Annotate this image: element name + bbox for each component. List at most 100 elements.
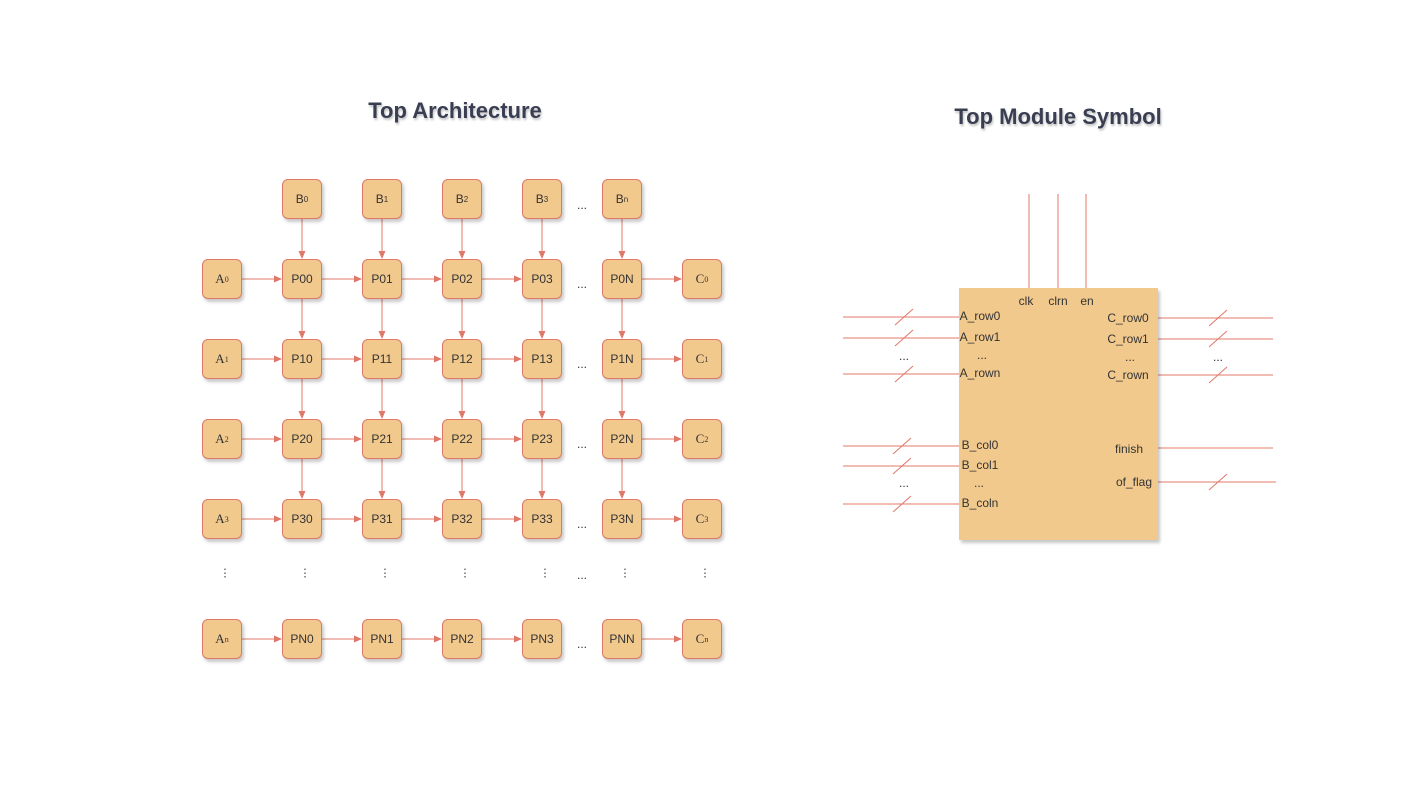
pe-label: P03 <box>531 272 553 286</box>
pe-label: P1N <box>610 352 634 366</box>
grid-ellipsis: ... <box>576 568 588 582</box>
row-ellipsis: ... <box>576 637 588 651</box>
a-superscript: 3 <box>224 514 229 524</box>
bus-slash-mark <box>892 437 912 455</box>
c-superscript: 2 <box>704 434 709 444</box>
pe-cell: P23 <box>522 419 562 459</box>
c-superscript: n <box>704 634 709 644</box>
pe-cell: P32 <box>442 499 482 539</box>
bus-slash-mark <box>892 457 912 475</box>
pe-label: P01 <box>371 272 393 286</box>
a-label: A <box>215 511 225 526</box>
bus-slash-mark <box>894 308 914 326</box>
right-row-port-label: C_rown <box>1107 368 1149 382</box>
b-subscript: 0 <box>303 194 309 204</box>
top-module-block <box>959 288 1158 540</box>
left-row-port-label: A_row0 <box>959 309 1001 323</box>
pe-label: P23 <box>531 432 553 446</box>
c-superscript: 1 <box>704 354 709 364</box>
pe-label: P32 <box>451 512 473 526</box>
bus-slash-mark <box>892 495 912 513</box>
pe-cell: PN2 <box>442 619 482 659</box>
pe-cell: P1N <box>602 339 642 379</box>
pe-cell: P30 <box>282 499 322 539</box>
pe-cell: P31 <box>362 499 402 539</box>
left-col-port-label: B_col0 <box>961 438 999 452</box>
b-subscript: n <box>623 194 629 204</box>
right-row-port-label: C_row1 <box>1107 332 1149 346</box>
pe-cell: P0N <box>602 259 642 299</box>
b-label: B <box>615 192 624 206</box>
vertical-ellipsis: ⋮ <box>379 567 391 580</box>
pe-label: P13 <box>531 352 553 366</box>
pe-label: PN3 <box>530 632 554 646</box>
a-label: A <box>215 351 225 366</box>
right-row-port-label: C_row0 <box>1107 311 1149 325</box>
of-flag-port-label: of_flag <box>1115 475 1153 489</box>
top-port-label: clk <box>1018 294 1034 308</box>
pe-cell: P01 <box>362 259 402 299</box>
left-row-port-label: ... <box>976 348 988 362</box>
a-label: A <box>215 631 225 646</box>
pe-label: P10 <box>291 352 313 366</box>
c-superscript: 0 <box>704 274 709 284</box>
row-ellipsis: ... <box>576 277 588 291</box>
b-label: B <box>375 192 384 206</box>
top-port-label: clrn <box>1048 294 1068 308</box>
c-superscript: 3 <box>704 514 709 524</box>
row-ellipsis: ... <box>576 357 588 371</box>
pe-label: P02 <box>451 272 473 286</box>
c-label: C <box>695 631 705 646</box>
b-label: B <box>535 192 544 206</box>
c-label: C <box>695 351 705 366</box>
pe-label: P31 <box>371 512 393 526</box>
pe-label: PNN <box>609 632 635 646</box>
bus-slash-mark <box>1208 309 1228 327</box>
pe-label: PN0 <box>290 632 314 646</box>
a-superscript: 0 <box>224 274 229 284</box>
right-row-port-label: ... <box>1124 350 1136 364</box>
pe-label: P20 <box>291 432 313 446</box>
b-ellipsis: ... <box>576 198 588 212</box>
pe-cell: P13 <box>522 339 562 379</box>
b-subscript: 3 <box>543 194 549 204</box>
pe-cell: PN3 <box>522 619 562 659</box>
left-row-port-label: A_rown <box>959 366 1001 380</box>
left-col-port-label: B_coln <box>961 496 999 510</box>
left-col-port-label: B_col1 <box>961 458 999 472</box>
a-superscript: 1 <box>224 354 229 364</box>
b-label: B <box>455 192 464 206</box>
top-port-label: en <box>1080 294 1094 308</box>
vertical-ellipsis: ⋮ <box>539 567 551 580</box>
left-col-port-label: ... <box>973 476 985 490</box>
bus-slash-mark <box>1208 330 1228 348</box>
right-outside-ellipsis: ... <box>1212 350 1224 364</box>
architecture-title: Top Architecture <box>368 98 542 123</box>
pe-cell: P21 <box>362 419 402 459</box>
c-label: C <box>695 271 705 286</box>
row-ellipsis: ... <box>576 517 588 531</box>
vertical-ellipsis: ⋮ <box>219 567 231 580</box>
pe-cell: P33 <box>522 499 562 539</box>
pe-label: PN1 <box>370 632 394 646</box>
pe-cell: P20 <box>282 419 322 459</box>
finish-port-label: finish <box>1114 442 1144 456</box>
pe-label: P30 <box>291 512 313 526</box>
pe-cell: P11 <box>362 339 402 379</box>
pe-cell: P2N <box>602 419 642 459</box>
vertical-ellipsis: ⋮ <box>699 567 711 580</box>
bus-slash-mark <box>894 365 914 383</box>
